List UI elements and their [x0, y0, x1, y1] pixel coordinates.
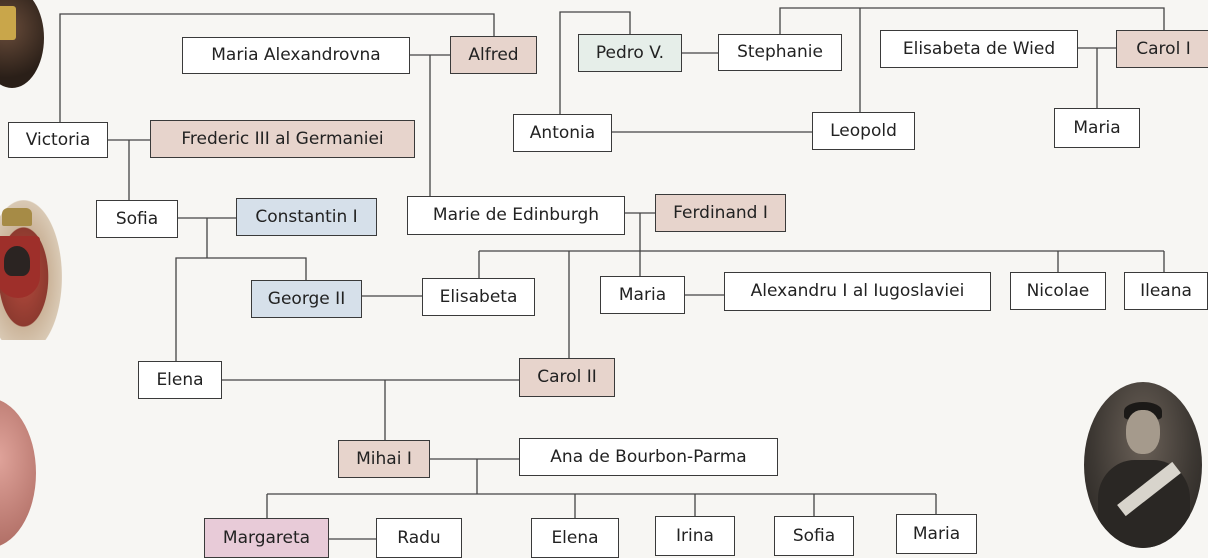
- person-antonia: Antonia: [513, 114, 612, 152]
- person-elena: Elena: [138, 361, 222, 399]
- person-stephanie: Stephanie: [718, 34, 842, 71]
- person-frederic: Frederic III al Germaniei: [150, 120, 415, 158]
- person-mihai-i: Mihai I: [338, 440, 430, 478]
- person-marie-edinburgh: Marie de Edinburgh: [407, 196, 625, 235]
- person-elisabeta: Elisabeta: [422, 278, 535, 316]
- person-george-ii: George II: [251, 280, 362, 318]
- portrait-mihai-image: [1084, 382, 1202, 548]
- person-constantin: Constantin I: [236, 198, 377, 236]
- person-maria-alexandrovna: Maria Alexandrovna: [182, 37, 410, 74]
- person-elisabeta-wied: Elisabeta de Wied: [880, 30, 1078, 68]
- person-alexandru: Alexandru I al Iugoslaviei: [724, 272, 991, 311]
- person-nicolae: Nicolae: [1010, 272, 1106, 310]
- crest-image: [0, 0, 44, 88]
- person-elena-mihai: Elena: [531, 518, 619, 558]
- person-pedro: Pedro V.: [578, 34, 682, 72]
- person-ana: Ana de Bourbon-Parma: [519, 438, 778, 476]
- coat-of-arms-image: [0, 200, 62, 340]
- person-maria-mihai: Maria: [896, 514, 977, 554]
- person-carol-ii: Carol II: [519, 358, 615, 397]
- person-carol-i: Carol I: [1116, 30, 1208, 68]
- person-ferdinand: Ferdinand I: [655, 194, 786, 232]
- person-radu: Radu: [376, 518, 462, 558]
- person-margareta: Margareta: [204, 518, 329, 558]
- person-sofia: Sofia: [96, 200, 178, 238]
- person-irina: Irina: [655, 516, 735, 556]
- person-ileana: Ileana: [1124, 272, 1208, 310]
- person-maria-ferdinand: Maria: [600, 276, 685, 314]
- person-sofia-mihai: Sofia: [774, 516, 854, 556]
- person-victoria: Victoria: [8, 122, 108, 158]
- person-leopold: Leopold: [812, 112, 915, 150]
- person-maria-carol-i: Maria: [1054, 108, 1140, 148]
- person-alfred: Alfred: [450, 36, 537, 74]
